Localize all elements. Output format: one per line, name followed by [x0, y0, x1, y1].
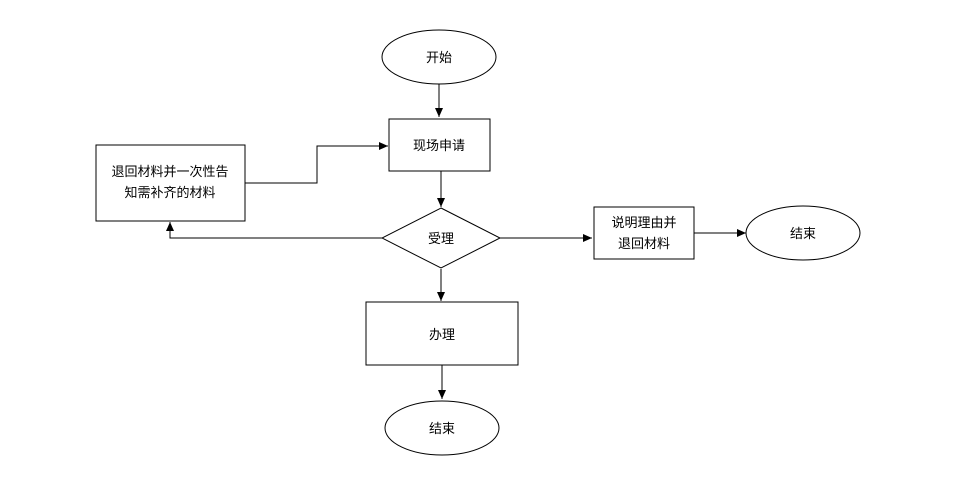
- end-bottom-label: 结束: [429, 422, 455, 437]
- return-notice-node: 退回材料并一次性告 知需补齐的材料: [95, 144, 246, 222]
- edge-return-to-apply: [245, 142, 388, 184]
- explain-node: 说明理由并 退回材料: [593, 206, 695, 260]
- accept-label: 受理: [428, 232, 454, 247]
- explain-line-1: 说明理由并: [611, 216, 676, 231]
- edges: [166, 84, 746, 399]
- edge-accept-to-return: [166, 222, 382, 239]
- process-node: 办理: [365, 301, 519, 366]
- end-bottom-node: 结束: [384, 400, 500, 456]
- start-node: 开始: [381, 29, 497, 85]
- end-right-label: 结束: [790, 227, 816, 242]
- apply-label: 现场申请: [413, 139, 465, 154]
- return-notice-line-2: 知需补齐的材料: [124, 185, 215, 201]
- start-label: 开始: [426, 51, 452, 66]
- explain-line-2: 退回材料: [618, 237, 670, 252]
- accept-decision-node: 受理: [380, 207, 502, 269]
- end-right-node: 结束: [745, 205, 861, 261]
- process-label: 办理: [429, 328, 455, 343]
- return-notice-line-1: 退回材料并一次性告: [111, 164, 228, 180]
- apply-node: 现场申请: [388, 118, 491, 172]
